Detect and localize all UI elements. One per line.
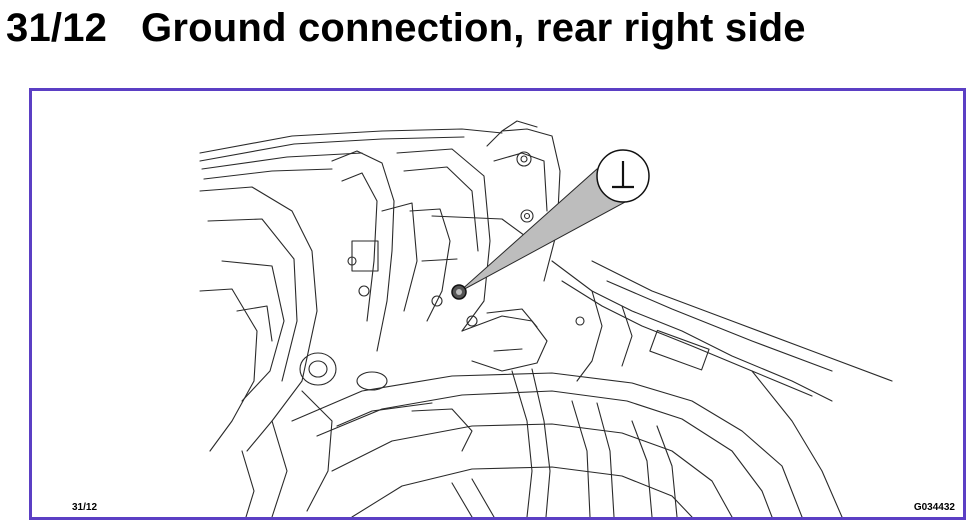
page-title: 31/12 Ground connection, rear right side — [6, 6, 806, 50]
figure-code: G034432 — [913, 502, 955, 513]
diagram-frame: 31/12 G034432 — [29, 88, 966, 520]
ground-symbol-icon — [612, 161, 634, 189]
diagram-ref-label: 31/12 — [72, 502, 98, 513]
vehicle-rear-body-illustration — [199, 120, 893, 517]
